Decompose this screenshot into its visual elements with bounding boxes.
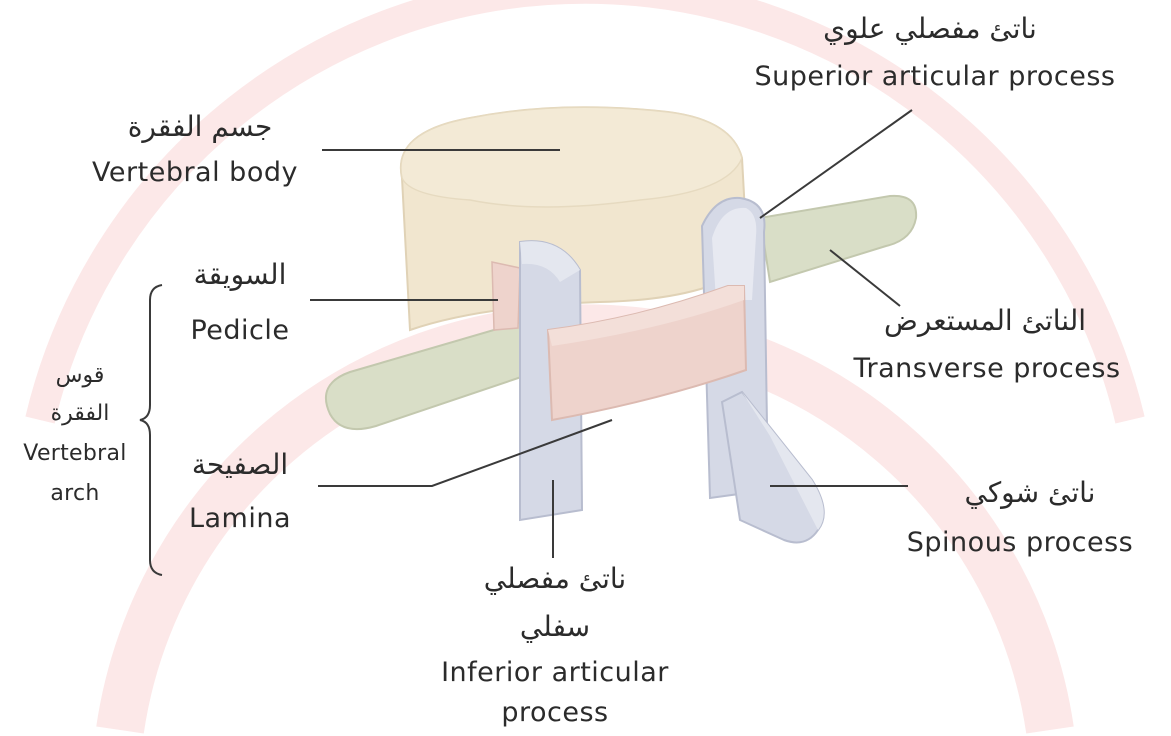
arch-label-en-2: arch	[0, 478, 150, 509]
superior-articular-label-en: Superior articular process	[700, 58, 1170, 96]
inferior-articular-label-ar-1: ناتئ مفصلي	[400, 560, 710, 598]
spinous-process-shape	[722, 392, 824, 542]
lamina-label-en: Lamina	[160, 500, 320, 538]
vertebral-body-label-en: Vertebral body	[50, 154, 340, 192]
right-transverse-process	[760, 196, 916, 282]
vertebral-body-label-ar: جسم الفقرة	[60, 108, 340, 146]
lamina-label-ar: الصفيحة	[160, 446, 320, 484]
superior-articular-label-ar: ناتئ مفصلي علوي	[740, 10, 1120, 48]
leader-transverse	[830, 250, 900, 306]
arch-label-ar-2: الفقرة	[20, 398, 140, 429]
spinous-label-en: Spinous process	[870, 524, 1170, 562]
vertebral-body-top	[401, 107, 742, 207]
arch-label-ar-1: قوس	[20, 360, 140, 391]
transverse-label-ar: الناتئ المستعرض	[840, 302, 1130, 340]
pedicle-shape	[492, 262, 520, 330]
transverse-label-en: Transverse process	[812, 350, 1162, 388]
inferior-articular-label-en-2: process	[395, 694, 715, 732]
arch-label-en-1: Vertebral	[0, 438, 150, 469]
pedicle-label-ar: السويقة	[160, 256, 320, 294]
inferior-articular-label-ar-2: سفلي	[400, 608, 710, 646]
arch-brace	[140, 285, 162, 575]
inferior-articular-label-en-1: Inferior articular	[395, 654, 715, 692]
pedicle-label-en: Pedicle	[160, 312, 320, 350]
spinous-label-ar: ناتئ شوكي	[900, 474, 1160, 512]
